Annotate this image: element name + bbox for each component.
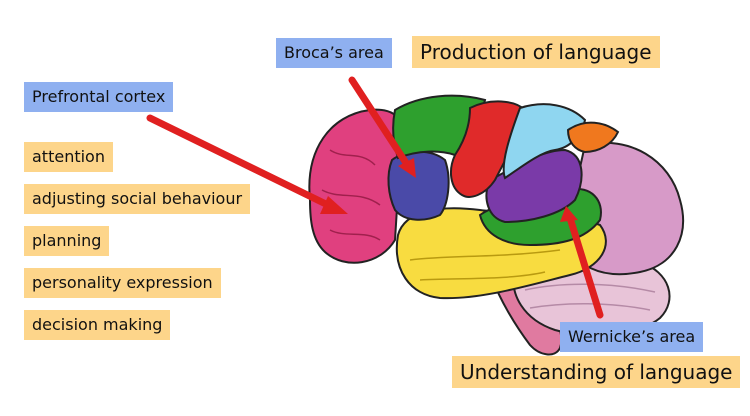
function-decision-making: decision making — [24, 310, 171, 340]
function-personality: personality expression — [24, 268, 221, 298]
sensory-cortex — [502, 103, 587, 180]
function-attention: attention — [24, 142, 113, 172]
wernicke-area-label: Wernicke’s area — [560, 322, 704, 352]
prefrontal-cortex-label: Prefrontal cortex — [24, 82, 174, 112]
function-planning: planning — [24, 226, 110, 256]
understanding-of-language-label: Understanding of language — [452, 356, 741, 388]
broca-region — [387, 150, 450, 221]
wernicke-arrow — [560, 206, 604, 319]
orange-region — [566, 121, 620, 154]
broca-area-label: Broca’s area — [276, 38, 392, 68]
production-of-language-label: Production of language — [412, 36, 660, 68]
broca-arrow — [348, 76, 416, 178]
function-social-behaviour: adjusting social behaviour — [24, 184, 251, 214]
prefrontal-arrow — [146, 114, 348, 214]
